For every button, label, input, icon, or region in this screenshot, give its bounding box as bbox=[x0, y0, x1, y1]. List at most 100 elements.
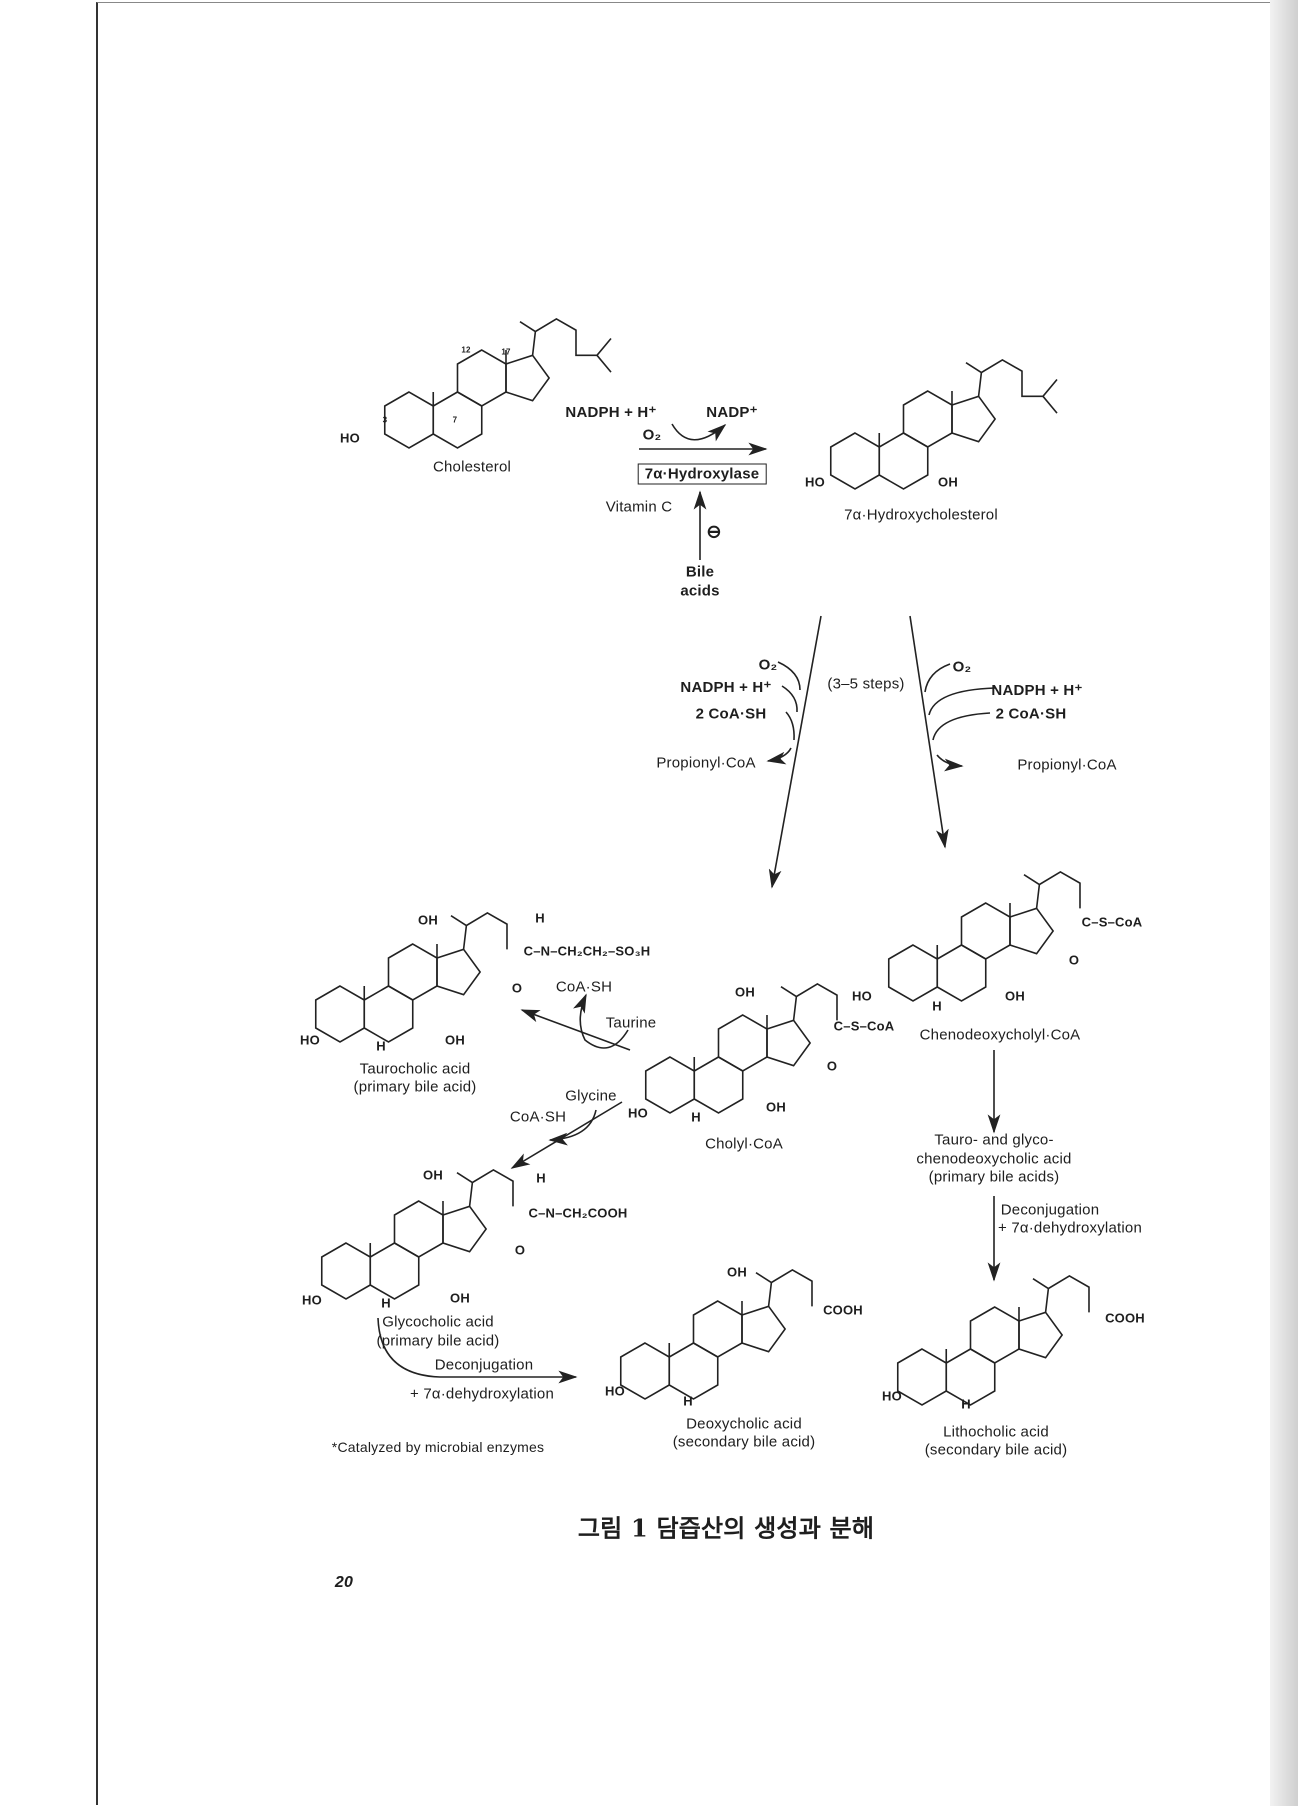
footnote: *Catalyzed by microbial enzymes bbox=[331, 1439, 545, 1455]
taurocholic-label: Taurocholic acid bbox=[359, 1060, 471, 1078]
group-label: H bbox=[535, 910, 545, 926]
group-label: OH bbox=[938, 474, 958, 490]
deoxycholic-acid-side-chain bbox=[767, 1268, 813, 1307]
cholyl-coa-side-chain bbox=[792, 982, 838, 1021]
group-label: HO bbox=[628, 1105, 648, 1121]
left-nadph: NADPH + H⁺ bbox=[680, 679, 772, 696]
cofactor-out-label: NADP⁺ bbox=[706, 404, 758, 421]
taurine-conjugation-arrow bbox=[520, 1009, 631, 1051]
cholyl-coa-ring-b bbox=[693, 1056, 744, 1114]
arrow-to-deoxycholic bbox=[377, 1317, 578, 1384]
group-label: H bbox=[376, 1038, 386, 1054]
chenodeoxycholyl-coa-ring-a bbox=[887, 944, 939, 1002]
group-label: H bbox=[961, 1396, 971, 1412]
group-label: H bbox=[691, 1109, 701, 1125]
deoxycholic-sublabel: (secondary bile acid) bbox=[672, 1433, 816, 1451]
figure-caption: 그림 1 담즙산의 생성과 분해 bbox=[577, 1513, 875, 1543]
group-label: O bbox=[511, 980, 523, 996]
right-propionyl-coa: Propionyl·CoA bbox=[1017, 756, 1117, 774]
deoxycholic-label: Deoxycholic acid bbox=[686, 1415, 802, 1433]
group-label: O bbox=[826, 1058, 838, 1074]
taurocholic-acid-ring-a bbox=[314, 985, 366, 1043]
left-propionyl-coa: Propionyl·CoA bbox=[656, 754, 756, 772]
taurocholic-acid-ring-c bbox=[387, 943, 438, 1001]
cholyl-coa-label: Cholyl·CoA bbox=[705, 1135, 783, 1153]
right-nadph: NADPH + H⁺ bbox=[991, 682, 1083, 699]
coash-released-glycine: CoA·SH bbox=[509, 1108, 567, 1126]
group-label: OH bbox=[766, 1099, 786, 1115]
glycocholic-acid-ring-a bbox=[320, 1242, 372, 1300]
group-label: H bbox=[683, 1393, 693, 1409]
hydroxycholesterol-label: 7α·Hydroxycholesterol bbox=[844, 506, 998, 524]
hydroxycholesterol-ring-a bbox=[829, 432, 881, 490]
cholesterol-ring-d bbox=[505, 354, 551, 402]
cholesterol-ring-c bbox=[456, 349, 507, 407]
hydroxycholesterol-ring-c bbox=[902, 390, 953, 448]
taurine-label: Taurine bbox=[605, 1014, 657, 1032]
cholyl-coa-ring-c bbox=[717, 1014, 768, 1072]
deoxycholic-acid-ring-b bbox=[668, 1342, 719, 1400]
taurocholic-acid-methyl bbox=[450, 915, 467, 927]
carbon-number: 17 bbox=[501, 347, 511, 357]
chenodeoxycholyl-coa-side-chain bbox=[1035, 870, 1081, 909]
vitamin-c-label: Vitamin C bbox=[605, 498, 673, 516]
group-label: OH bbox=[423, 1167, 443, 1183]
group-label: H bbox=[932, 998, 942, 1014]
cholesterol-label: Cholesterol bbox=[432, 458, 512, 476]
page-number: 20 bbox=[334, 1574, 354, 1591]
deoxycholic-acid-ring-d bbox=[741, 1305, 787, 1353]
group-label: HO bbox=[300, 1032, 320, 1048]
lithocholic-acid-ring-a bbox=[896, 1348, 948, 1406]
inhibitor-label-1: Bile bbox=[685, 563, 715, 581]
group-label: HO bbox=[605, 1383, 625, 1399]
group-label: OH bbox=[445, 1032, 465, 1048]
coash-released-taurine: CoA·SH bbox=[555, 978, 613, 996]
carbon-number: 7 bbox=[452, 415, 458, 425]
glycine-label: Glycine bbox=[565, 1087, 617, 1105]
cholyl-coa-methyl bbox=[780, 986, 797, 998]
steps-label: (3–5 steps) bbox=[827, 675, 905, 693]
chenodeoxycholyl-coa-label: Chenodeoxycholyl·CoA bbox=[919, 1026, 1081, 1044]
hydroxycholesterol-methyl bbox=[965, 362, 982, 374]
inhibitor-label-2: acids bbox=[680, 582, 720, 600]
group-label: C–N–CH₂CH₂–SO₃H bbox=[523, 943, 651, 959]
taurocholic-acid-ring-b bbox=[363, 985, 414, 1043]
deconjugation-label: Deconjugation bbox=[434, 1356, 534, 1374]
group-label: O bbox=[1068, 952, 1080, 968]
group-label: OH bbox=[735, 984, 755, 1000]
cholyl-coa-ring-d bbox=[766, 1019, 812, 1067]
group-label: OH bbox=[418, 912, 438, 928]
inhibition-icon: ⊖ bbox=[706, 521, 722, 542]
group-label: HO bbox=[805, 474, 825, 490]
group-label: C–S–CoA bbox=[833, 1018, 895, 1034]
glycocholic-acid-ring-c bbox=[393, 1200, 444, 1258]
right-coash: 2 CoA·SH bbox=[995, 705, 1067, 723]
left-oxygen: O₂ bbox=[758, 656, 778, 674]
tauro-glyco-label-3: (primary bile acids) bbox=[928, 1168, 1060, 1186]
taurocholic-acid-ring-d bbox=[436, 948, 482, 996]
carbon-number: 12 bbox=[461, 345, 471, 355]
lithocholic-acid-ring-c bbox=[969, 1306, 1020, 1364]
chenodeoxycholyl-coa-ring-d bbox=[1009, 907, 1055, 955]
group-label: C–S–CoA bbox=[1081, 914, 1143, 930]
cheno-dehydroxylation: + 7α·dehydroxylation bbox=[997, 1219, 1143, 1237]
hydroxycholesterol-ring-b bbox=[878, 432, 929, 490]
glycocholic-acid-side-chain bbox=[468, 1168, 514, 1207]
cofactor-curve-arrow bbox=[671, 423, 727, 442]
lithocholic-acid-ring-d bbox=[1018, 1311, 1064, 1359]
glycocholic-sublabel: (primary bile acid) bbox=[376, 1332, 500, 1350]
tauro-glyco-label-1: Tauro- and glyco- bbox=[934, 1131, 1054, 1149]
arrow-to-chenodeoxycholyl-coa bbox=[909, 615, 949, 849]
glycocholic-acid-ring-b bbox=[369, 1242, 420, 1300]
carbon-number: 3 bbox=[382, 415, 388, 425]
group-label: H bbox=[381, 1295, 391, 1311]
taurocholic-acid-side-chain bbox=[462, 911, 508, 950]
hydroxycholesterol-side-chain bbox=[1042, 395, 1058, 414]
deoxycholic-acid-ring-c bbox=[692, 1300, 743, 1358]
page-edge-shadow bbox=[1270, 0, 1298, 1806]
dehydroxylation-label: + 7α·dehydroxylation bbox=[409, 1385, 555, 1403]
oxygen-label: O₂ bbox=[642, 426, 662, 444]
chenodeoxycholyl-coa-methyl bbox=[1023, 874, 1040, 886]
hydroxycholesterol-side-chain bbox=[977, 358, 1058, 398]
